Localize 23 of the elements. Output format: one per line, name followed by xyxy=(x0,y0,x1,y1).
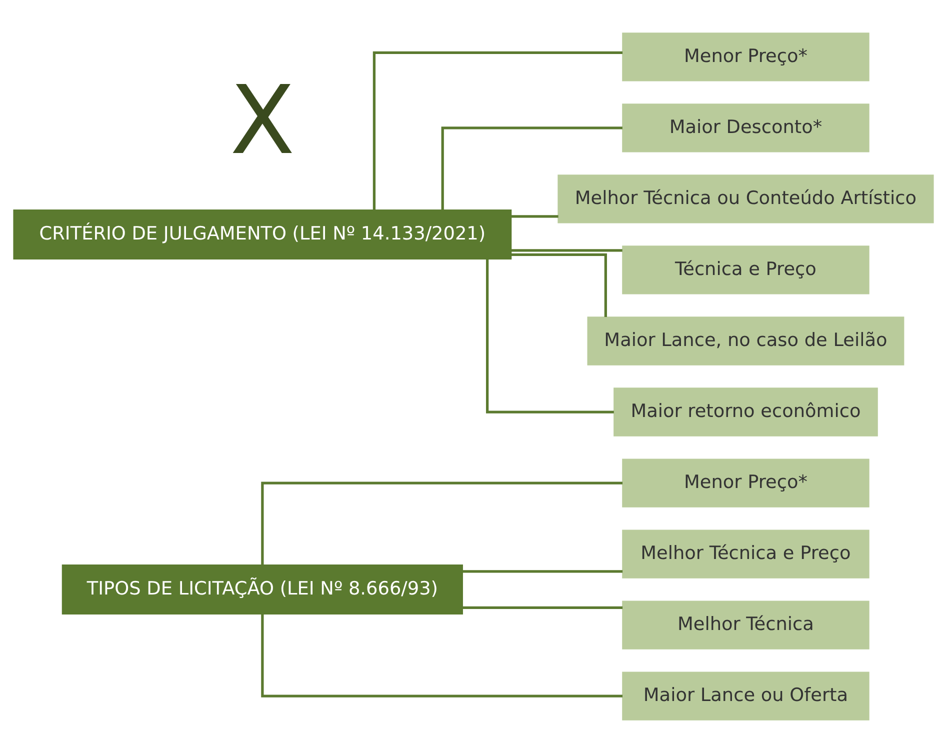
connector xyxy=(511,253,607,317)
node-box: Maior retorno econômico xyxy=(614,388,878,436)
node-box: Menor Preço* xyxy=(622,458,870,508)
node-box: Maior Lance, no caso de Leilão xyxy=(587,316,904,366)
node-box: Melhor Técnica ou Conteúdo Artístico xyxy=(558,174,934,224)
node-box: Maior Desconto* xyxy=(622,104,870,152)
connector xyxy=(511,249,622,252)
node-box: Melhor Técnica e Preço xyxy=(622,530,870,578)
connector xyxy=(511,215,558,218)
node-box: Técnica e Preço xyxy=(622,246,870,294)
connector xyxy=(462,570,623,573)
node-box: TIPOS DE LICITAÇÃO (LEI Nº 8.666/93) xyxy=(62,564,463,615)
node-box: Maior Lance ou Oferta xyxy=(622,672,870,720)
connector xyxy=(261,482,623,565)
node-box: Melhor Técnica xyxy=(622,600,870,650)
connector xyxy=(462,606,623,609)
node-box: CRITÉRIO DE JULGAMENTO (LEI Nº 14.133/2021) xyxy=(13,209,512,260)
connector xyxy=(261,614,623,698)
node-box: Menor Preço* xyxy=(622,32,870,82)
connector xyxy=(372,51,623,210)
connector xyxy=(486,259,614,414)
connector xyxy=(441,126,622,210)
label: X xyxy=(230,66,295,176)
